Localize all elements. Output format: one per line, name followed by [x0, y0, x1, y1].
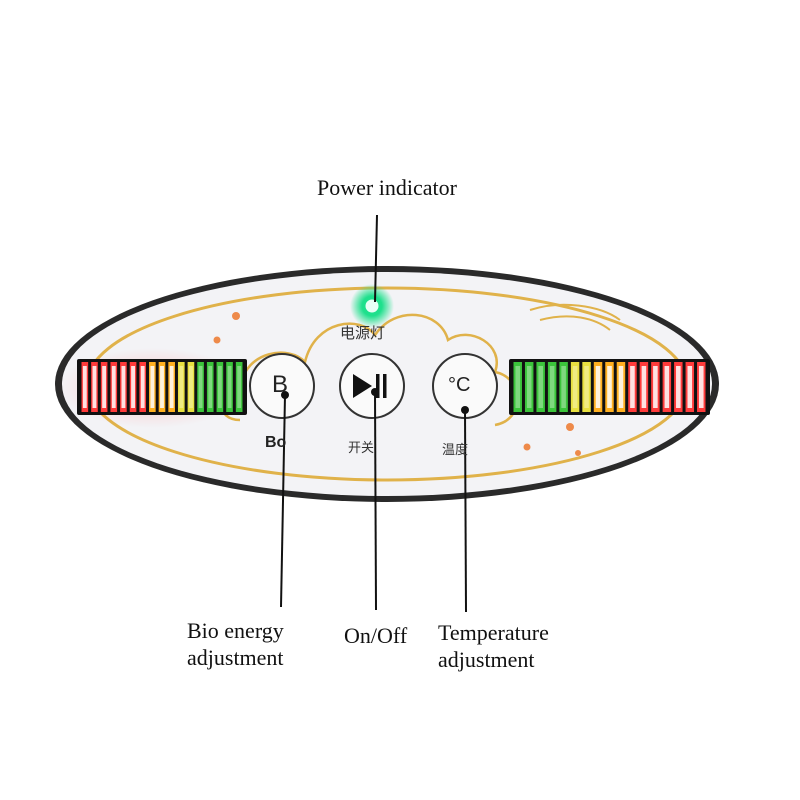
led-segment-highlight: [92, 366, 97, 408]
led-segment-highlight: [549, 366, 555, 408]
led-segment: [187, 362, 195, 412]
led-segment-highlight: [160, 366, 164, 408]
led-segment: [547, 362, 557, 412]
flower-decoration: [213, 312, 581, 456]
led-segment-highlight: [630, 366, 635, 408]
led-segment-highlight: [179, 366, 184, 408]
led-segment-highlight: [595, 366, 601, 408]
led-segment-highlight: [607, 366, 612, 408]
led-segment-highlight: [664, 366, 670, 408]
leader-lines: [280, 214, 467, 613]
led-segment-highlight: [584, 366, 589, 408]
power-led-label: 电源灯: [340, 324, 386, 342]
led-segment-highlight: [121, 366, 126, 408]
leader-dots: [281, 388, 469, 414]
led-segment: [216, 362, 224, 412]
led-segment: [226, 362, 233, 412]
led-segment-highlight: [653, 366, 658, 408]
callout-power-indicator: Power indicator: [317, 175, 457, 200]
bio-button[interactable]: [249, 353, 315, 419]
power-led: [362, 296, 382, 316]
led-segment: [235, 362, 243, 412]
led-segment-highlight: [237, 366, 242, 408]
led-segment-highlight: [131, 366, 135, 408]
led-segment-highlight: [169, 366, 174, 408]
gold-swirl-trim: [529, 303, 621, 331]
callout-temp-line2: adjustment: [438, 647, 535, 672]
led-segment-highlight: [676, 366, 681, 408]
led-segment-highlight: [102, 366, 107, 408]
bio-button-caption: Bo: [265, 434, 287, 451]
led-segment-highlight: [526, 366, 532, 408]
led-segment-highlight: [561, 366, 566, 408]
led-segment-highlight: [227, 366, 232, 408]
callout-temp-line1: Temperature: [438, 620, 549, 645]
led-segment-highlight: [641, 366, 647, 408]
callout-bio-line1: Bio energy: [187, 618, 284, 643]
led-segment-highlight: [538, 366, 543, 408]
led-segment-highlight: [82, 366, 87, 408]
led-segment-highlight: [198, 366, 203, 408]
led-segment-highlight: [217, 366, 222, 408]
led-segment-highlight: [515, 366, 521, 408]
led-segment-highlight: [150, 366, 155, 408]
led-segment-highlight: [572, 366, 578, 408]
led-segment-highlight: [189, 366, 193, 408]
led-segment-highlight: [208, 366, 213, 408]
led-segment: [536, 362, 545, 412]
temp-button-caption: 温度: [442, 443, 469, 458]
led-segment: [513, 362, 522, 412]
led-segment: [177, 362, 185, 412]
led-bar-left: [77, 359, 247, 415]
led-segment: [524, 362, 534, 412]
callout-bio-line2: adjustment: [187, 645, 284, 670]
callout-on-off: On/Off: [344, 623, 408, 648]
led-segment-highlight: [698, 366, 704, 408]
led-segment-highlight: [618, 366, 624, 408]
led-segment: [559, 362, 568, 412]
led-segment: [582, 362, 591, 412]
led-bar-right: [509, 359, 710, 415]
led-segment: [570, 362, 580, 412]
led-segment-highlight: [687, 366, 693, 408]
callout-bio-energy: Bio energy adjustment: [187, 617, 337, 671]
led-segment-highlight: [111, 366, 116, 408]
temp-button-symbol: °C: [448, 374, 471, 396]
bio-button-symbol: B: [272, 371, 289, 398]
led-segment: [206, 362, 214, 412]
callout-temperature: Temperature adjustment: [438, 619, 598, 673]
play-pause-icon: [353, 374, 387, 398]
led-segment: [197, 362, 204, 412]
power-button-caption: 开关: [348, 441, 375, 456]
led-segment-highlight: [140, 366, 145, 408]
